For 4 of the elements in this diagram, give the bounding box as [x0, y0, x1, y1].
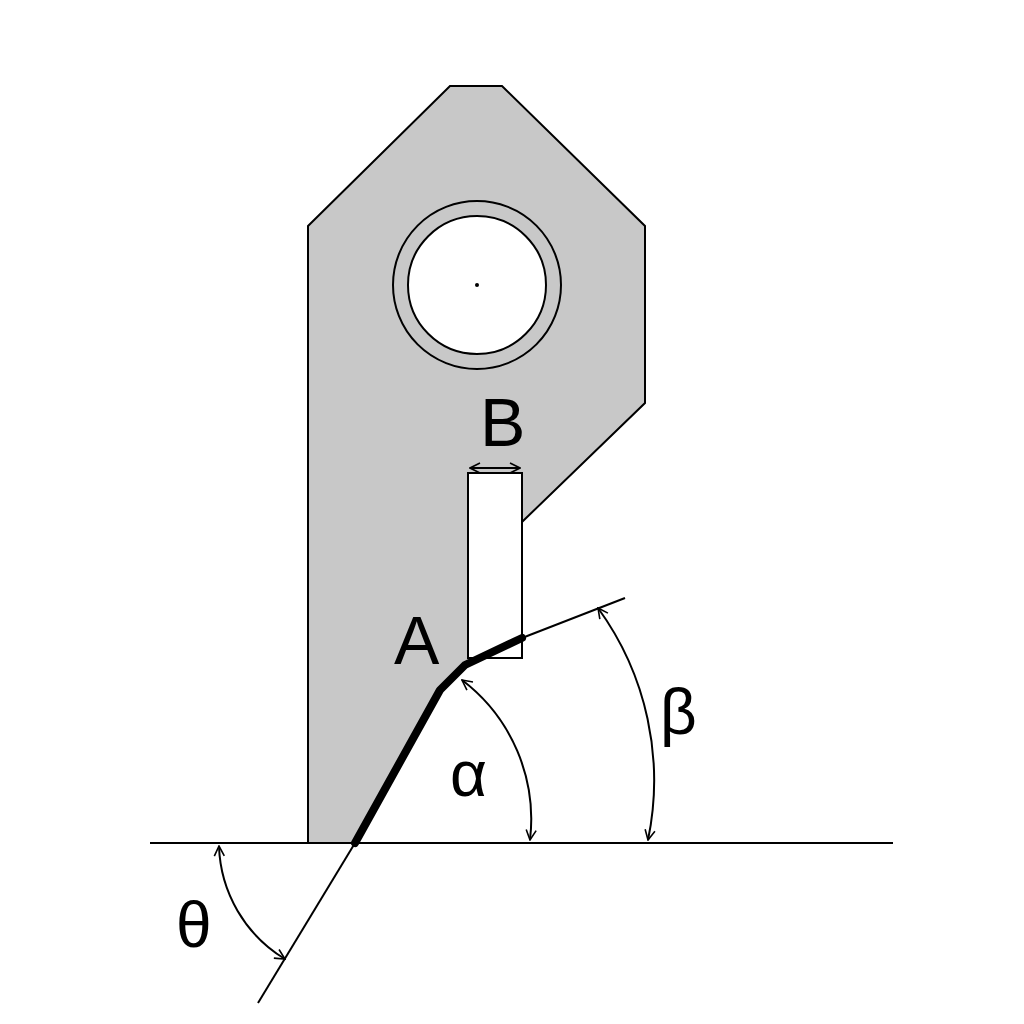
angle-label: α	[450, 742, 487, 806]
point-label: A	[394, 606, 440, 674]
angle-label: θ	[176, 893, 212, 957]
dimension-label: B	[480, 388, 526, 456]
